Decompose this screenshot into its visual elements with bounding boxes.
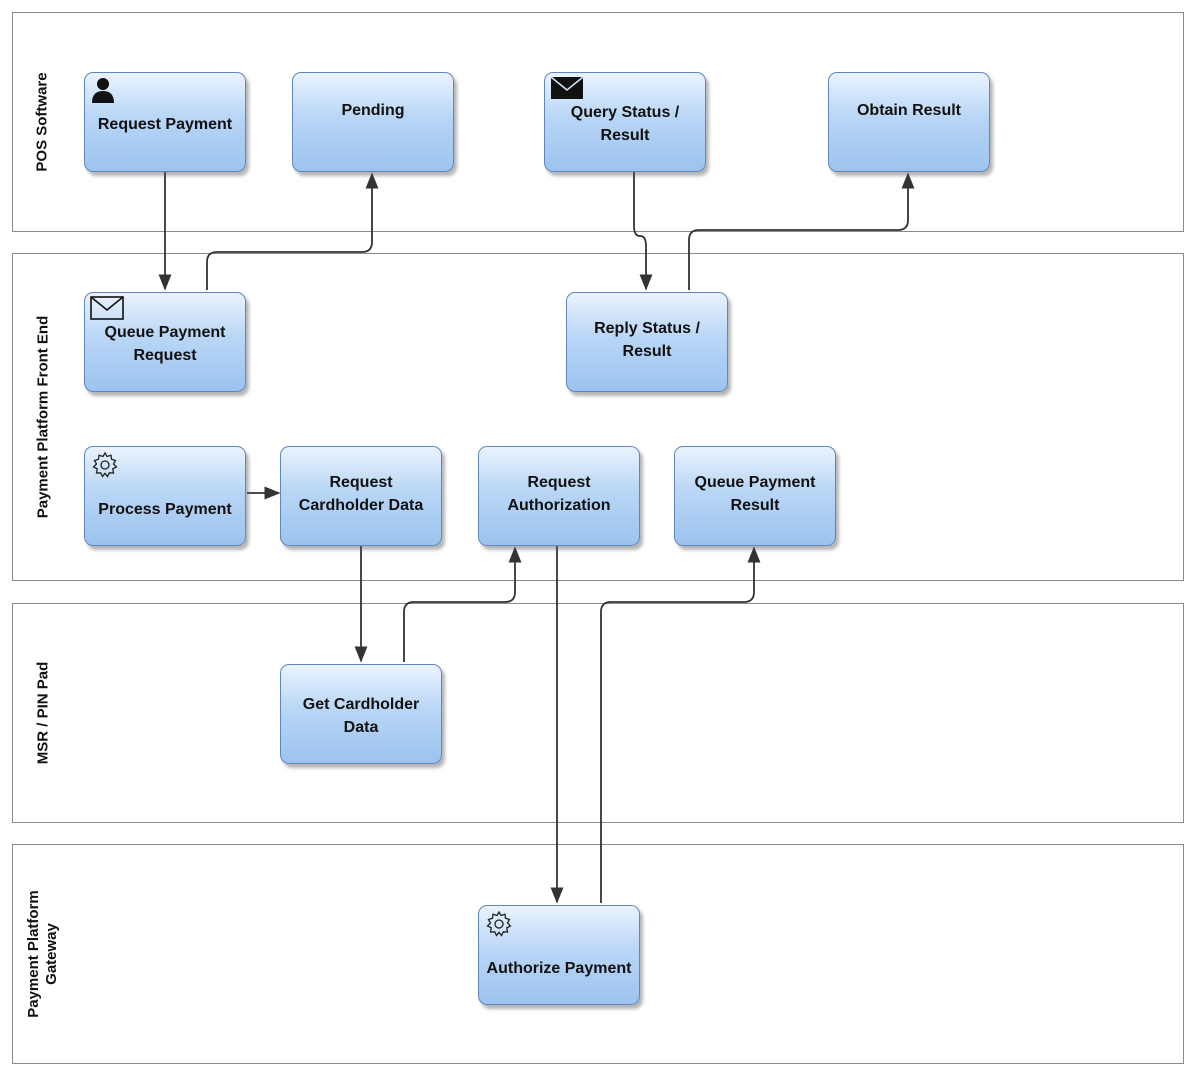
lane-label: Payment Platform Front End: [34, 315, 51, 519]
task-request-authorization[interactable]: Request Authorization: [478, 446, 640, 546]
task-label: Get Cardholder Data: [302, 696, 420, 736]
lane-label: Payment Platform Gateway: [25, 890, 61, 1018]
task-label: Pending: [341, 101, 405, 119]
user-icon: [90, 76, 116, 109]
task-label: Request Cardholder Data: [298, 474, 424, 514]
task-label: Query Status / Result: [570, 104, 680, 144]
task-get-cardholder-data[interactable]: Get Cardholder Data: [280, 664, 442, 764]
task-label: Request Payment: [97, 115, 233, 133]
task-request-payment[interactable]: Request Payment: [84, 72, 246, 172]
task-process-payment[interactable]: Process Payment: [84, 446, 246, 546]
task-queue-payment-result[interactable]: Queue Payment Result: [674, 446, 836, 546]
lane-label: MSR / PIN Pad: [34, 661, 51, 765]
task-label: Authorize Payment: [486, 959, 632, 977]
task-queue-payment-request[interactable]: Queue Payment Request: [84, 292, 246, 392]
lane-msr-pin-pad: MSR / PIN Pad: [12, 603, 1184, 823]
task-authorize-payment[interactable]: Authorize Payment: [478, 905, 640, 1005]
gear-icon: [90, 450, 120, 485]
task-request-cardholder-data[interactable]: Request Cardholder Data: [280, 446, 442, 546]
envelope-icon: [90, 296, 124, 325]
task-label: Queue Payment Request: [104, 324, 226, 364]
task-pending[interactable]: Pending: [292, 72, 454, 172]
gear-icon: [484, 909, 514, 944]
task-label: Queue Payment Result: [694, 474, 816, 514]
task-obtain-result[interactable]: Obtain Result: [828, 72, 990, 172]
task-label: Request Authorization: [507, 474, 611, 514]
envelope-icon: [550, 76, 584, 105]
task-label: Obtain Result: [856, 101, 961, 119]
task-reply-status-result[interactable]: Reply Status / Result: [566, 292, 728, 392]
task-label: Reply Status / Result: [594, 320, 700, 360]
task-query-status-result[interactable]: Query Status / Result: [544, 72, 706, 172]
task-label: Process Payment: [98, 500, 232, 518]
lane-label: POS Software: [34, 72, 52, 172]
